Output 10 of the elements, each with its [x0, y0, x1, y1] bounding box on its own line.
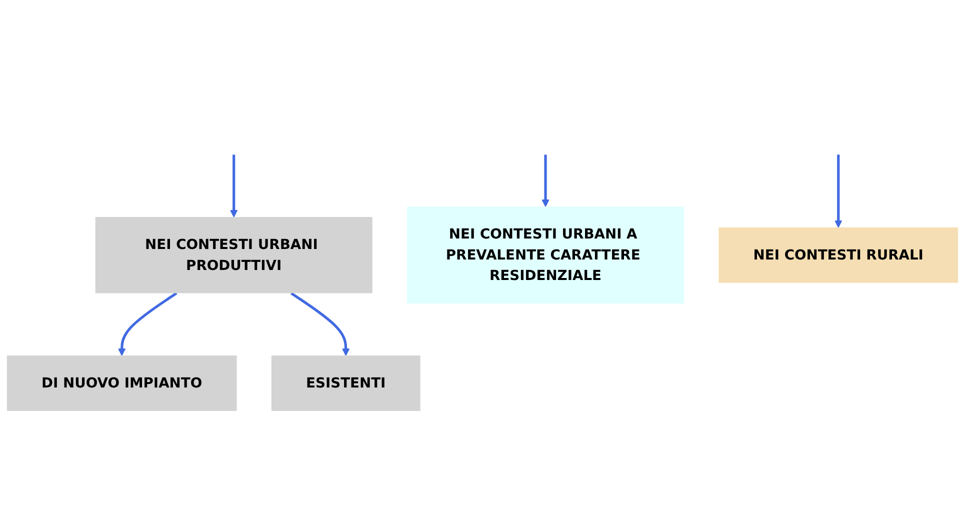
node-box: DI NUOVO IMPIANTO [6, 356, 237, 411]
arrow [118, 292, 178, 356]
node-box: NEI CONTESTI RURALI [718, 227, 958, 283]
node-box: NEI CONTESTI URBANI PRODUTTIVI [95, 217, 372, 294]
node-box: NEI CONTESTI URBANI A PREVALENTE CARATTERE RESIDENZIALE [407, 206, 684, 304]
arrow [290, 292, 350, 356]
arrow [230, 154, 238, 218]
node-box: ESISTENTI [271, 356, 420, 411]
arrow [542, 154, 550, 207]
arrow [834, 154, 842, 228]
